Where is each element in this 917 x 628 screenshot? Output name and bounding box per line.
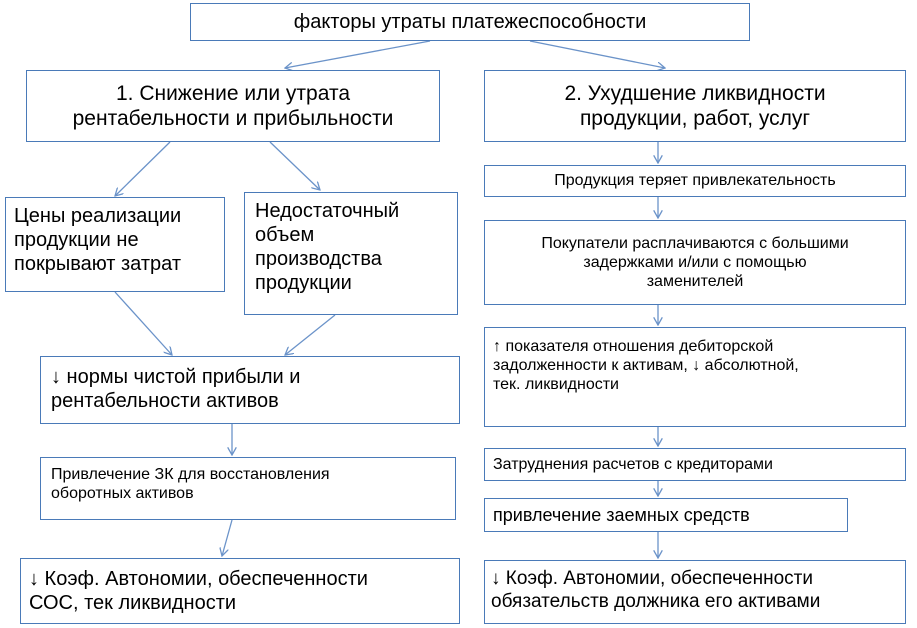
arrow-root-to-right [529,40,665,68]
right-header-line1: 2. Ухудшение ликвидности [564,81,826,105]
left-header-line1: 1. Снижение или утрата [115,81,351,105]
arrow-left-to-b [269,141,320,190]
right-step4-label: Затруднения расчетов с кредиторами [493,456,773,473]
right-step3-line1: ↑ показателя отношения дебиторской [493,338,774,355]
left-step-line2: оборотных активов [51,485,194,503]
arrow-b-to-merge [285,314,336,355]
left-merge-box: ↓ нормы чистой прибыли и рентабельности … [40,356,460,424]
arrow-left-to-a [115,141,171,196]
right-header-line2: продукции, работ, услуг [579,107,811,130]
right-result-box: ↓ Коэф. Автономии, обеспеченности обязат… [484,560,906,624]
root-label: факторы утраты платежеспособности [293,11,647,33]
right-header-box: 2. Ухудшение ликвидности продукции, рабо… [484,70,906,142]
right-step4-box: Затруднения расчетов с кредиторами [484,448,906,481]
right-step1-label: Продукция теряет привлекательность [554,172,836,190]
arrow-a-to-merge [114,291,172,355]
right-step2-line2: задержками и/или с помощью [583,253,807,271]
arrow-step-to-result [222,519,233,556]
right-result-line1: ↓ Коэф. Автономии, обеспеченности [491,568,813,589]
left-result-line2: СОС, тек ликвидности [29,592,237,614]
left-step-line1: Привлечение ЗК для восстановления [51,466,330,483]
root-box: факторы утраты платежеспособности [190,3,750,41]
branch-b-line1: Недостаточный [255,200,400,222]
branch-a-line3: покрывают затрат [14,253,181,275]
left-step-box: Привлечение ЗК для восстановления оборот… [40,457,456,520]
right-step2-box: Покупатели расплачиваются с большими зад… [484,220,906,305]
merge-line2: рентабельности активов [51,390,279,412]
right-step3-line3: тек. ликвидности [493,376,619,394]
right-step3-line2: задолженности к активам, ↓ абсолютной, [493,357,799,375]
right-step1-box: Продукция теряет привлекательность [484,165,906,197]
branch-a-line1: Цены реализации [14,205,182,227]
left-header-line2: рентабельности и прибыльности [72,107,394,130]
branch-a-line2: продукции не [14,229,139,251]
right-step3-box: ↑ показателя отношения дебиторской задол… [484,327,906,427]
right-step5-box: привлечение заемных средств [484,498,848,532]
left-result-box: ↓ Коэф. Автономии, обеспеченности СОС, т… [20,558,460,624]
left-branch-a-box: Цены реализации продукции не покрывают з… [5,197,225,292]
right-step2-line3: заменителей [646,273,744,291]
left-header-box: 1. Снижение или утрата рентабельности и … [26,70,440,142]
branch-b-line2: объем [255,224,315,246]
branch-b-line4: продукции [255,272,352,294]
merge-line1: ↓ нормы чистой прибыли и [51,366,301,388]
left-result-line1: ↓ Коэф. Автономии, обеспеченности [29,568,368,590]
right-result-line2: обязательств должника его активами [491,590,821,612]
arrow-root-to-left [285,40,431,68]
branch-b-line3: производства [255,248,382,270]
right-step2-line1: Покупатели расплачиваются с большими [541,234,849,252]
right-step5-label: привлечение заемных средств [493,505,750,525]
left-branch-b-box: Недостаточный объем производства продукц… [244,192,458,315]
